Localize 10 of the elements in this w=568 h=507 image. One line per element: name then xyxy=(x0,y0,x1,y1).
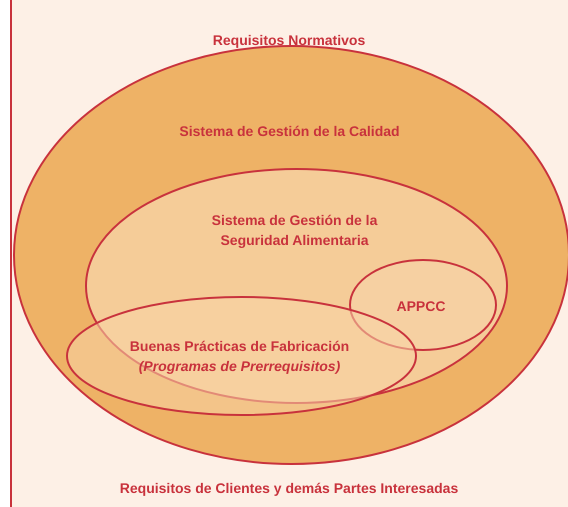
region-label: Requisitos de Clientes y demás Partes Interesadas xyxy=(118,479,460,498)
region-label: Sistema de Gestión de la Calidad xyxy=(178,122,401,141)
subtitle-label: (Programas de Prerrequisitos) xyxy=(138,357,342,376)
frame-panel xyxy=(10,0,568,507)
region-label: Requisitos Normativos xyxy=(212,31,366,50)
ellipse-region xyxy=(85,168,508,404)
ellipse-region xyxy=(349,259,497,351)
region-label: Buenas Prácticas de Fabricación xyxy=(128,337,350,356)
region-label: APPCC xyxy=(395,297,446,316)
region-label: Sistema de Gestión de la Seguridad Alimentaria xyxy=(210,211,378,250)
